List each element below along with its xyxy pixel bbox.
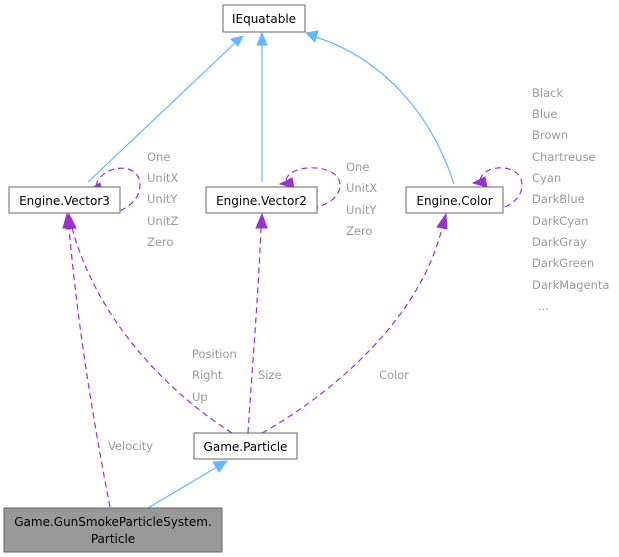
edge-label: Right bbox=[192, 368, 223, 382]
edge-label: DarkMagenta bbox=[532, 278, 609, 292]
edge-label: Chartreuse bbox=[532, 150, 596, 164]
edge-label: One bbox=[147, 150, 170, 164]
edge-vector3-to-iequatable bbox=[87, 42, 236, 183]
edge-label: UnitZ bbox=[147, 214, 178, 228]
edge-label: Cyan bbox=[532, 171, 561, 185]
node-gunsmoke-particle[interactable]: Game.GunSmokeParticleSystem. Particle bbox=[3, 507, 223, 553]
edge-label: DarkGray bbox=[532, 235, 587, 249]
edge-label: UnitY bbox=[346, 203, 377, 217]
arrowhead-icon bbox=[278, 177, 295, 189]
edge-gunsmoke-to-vector3 bbox=[68, 227, 111, 508]
edge-label: UnitY bbox=[147, 192, 178, 206]
edge-color-to-iequatable bbox=[315, 36, 455, 185]
edge-label: One bbox=[346, 160, 369, 174]
edge-label: Black bbox=[532, 86, 563, 100]
edge-label: Brown bbox=[532, 128, 568, 142]
edge-label: Zero bbox=[346, 224, 372, 238]
edge-particle-to-color bbox=[261, 227, 443, 434]
edge-label: Position bbox=[192, 347, 237, 361]
edge-label-size: Size bbox=[258, 368, 282, 382]
edge-vector3-self bbox=[95, 167, 141, 214]
edge-label: ... bbox=[538, 299, 549, 313]
arrowhead-icon bbox=[304, 30, 319, 43]
edge-label: Zero bbox=[147, 235, 173, 249]
arrowhead-icon bbox=[256, 31, 268, 46]
edge-label: DarkCyan bbox=[532, 214, 588, 228]
vector2-self-labels: One UnitX UnitY Zero bbox=[346, 160, 377, 238]
edge-particle-to-vector3 bbox=[71, 227, 233, 434]
edge-label: DarkGreen bbox=[532, 256, 594, 270]
node-label: IEquatable bbox=[232, 12, 296, 26]
node-label: Game.Particle bbox=[204, 440, 288, 454]
arrowhead-icon bbox=[436, 212, 448, 230]
node-label-line2: Particle bbox=[91, 532, 135, 546]
edge-label-color: Color bbox=[379, 368, 409, 382]
edge-particle-to-vector2 bbox=[247, 227, 262, 434]
edge-label: Up bbox=[192, 390, 208, 404]
vector3-particle-labels: Position Right Up bbox=[192, 347, 237, 404]
edge-gunsmoke-to-particle bbox=[147, 466, 218, 509]
node-particle[interactable]: Game.Particle bbox=[193, 432, 298, 460]
node-vector3[interactable]: Engine.Vector3 bbox=[8, 186, 121, 214]
vector3-self-labels: One UnitX UnitY UnitZ Zero bbox=[147, 150, 178, 249]
edge-label: UnitX bbox=[147, 171, 178, 185]
node-vector2[interactable]: Engine.Vector2 bbox=[205, 186, 318, 214]
color-self-labels: Black Blue Brown Chartreuse Cyan DarkBlu… bbox=[532, 86, 609, 313]
edge-label: Blue bbox=[532, 107, 557, 121]
arrowhead-icon bbox=[255, 212, 268, 229]
arrowhead-icon bbox=[62, 212, 75, 229]
node-color[interactable]: Engine.Color bbox=[405, 186, 504, 214]
arrowhead-icon bbox=[230, 35, 244, 47]
arrowhead-icon bbox=[212, 460, 229, 473]
edge-label: UnitX bbox=[346, 181, 377, 195]
node-iequatable[interactable]: IEquatable bbox=[222, 4, 306, 33]
edge-label-velocity: Velocity bbox=[108, 439, 153, 453]
node-label-line1: Game.GunSmokeParticleSystem. bbox=[14, 515, 212, 529]
node-label: Engine.Vector3 bbox=[19, 194, 110, 208]
node-label: Engine.Vector2 bbox=[216, 194, 307, 208]
arrowhead-icon bbox=[471, 176, 488, 188]
node-label: Engine.Color bbox=[416, 194, 492, 208]
edge-label: DarkBlue bbox=[532, 192, 585, 206]
